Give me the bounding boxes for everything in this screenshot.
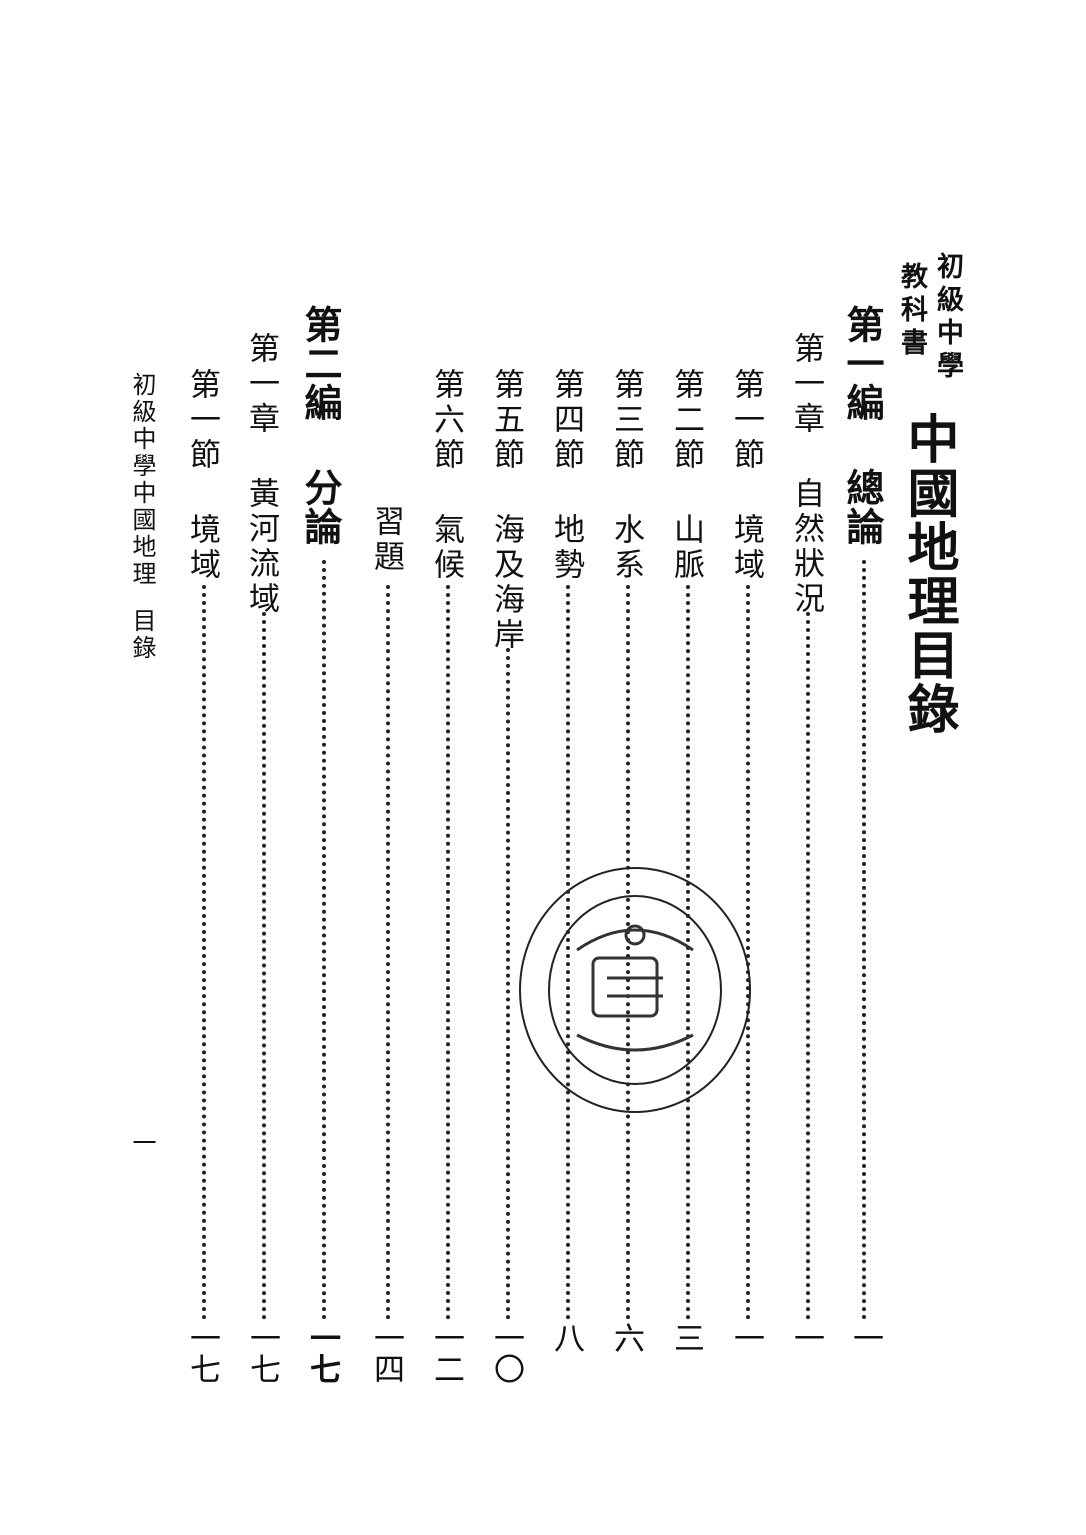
page-number: 一七: [244, 1322, 280, 1384]
page-number: 三: [668, 1322, 704, 1353]
leader-dots: [322, 560, 326, 1320]
toc-section-4: 第四節 地勢: [548, 368, 584, 583]
page-number: 一〇: [488, 1322, 524, 1384]
page-number: 一四: [368, 1322, 404, 1384]
toc-section-5: 第五節 海及海岸: [488, 368, 524, 653]
toc-section-2: 第二節 山脈: [668, 368, 704, 583]
page-number: 一二: [428, 1322, 464, 1384]
library-stamp: [519, 867, 751, 1113]
stamp-emblem-icon: [576, 924, 694, 1052]
page-number: 一: [847, 1322, 883, 1353]
page-number: 一七: [304, 1322, 340, 1384]
toc-section-1: 第一節 境域: [728, 368, 764, 583]
toc-chapter-1: 第一章 自然狀況: [788, 332, 824, 617]
leader-dots: [446, 585, 450, 1320]
leader-dots: [386, 585, 390, 1320]
toc-part-1: 第一編 總論: [840, 305, 885, 546]
leader-dots: [862, 560, 866, 1320]
leader-dots: [202, 585, 206, 1320]
leader-dots: [262, 612, 266, 1320]
page-number: 一七: [184, 1322, 220, 1384]
toc-section-3: 第三節 水系: [608, 368, 644, 583]
page-number: 一: [788, 1322, 824, 1353]
leader-dots: [746, 585, 750, 1320]
toc-exercises: 習題: [368, 505, 404, 575]
series-label-line1: 初級中學: [932, 252, 963, 384]
leader-dots: [566, 585, 570, 1320]
page-title: 中國地理目錄: [898, 412, 959, 736]
series-label-line2: 教科書: [896, 262, 927, 361]
leader-dots: [626, 585, 630, 1320]
leader-dots: [806, 612, 810, 1320]
running-head-section: 目錄: [128, 608, 156, 662]
leader-dots: [686, 585, 690, 1320]
running-head-book: 初級中學中國地理: [128, 372, 156, 588]
page-number: 六: [608, 1322, 644, 1353]
leader-dots: [506, 648, 510, 1320]
toc-section-2-1: 第一節 境域: [184, 368, 220, 583]
toc-chapter-2: 第一章 黃河流域: [243, 332, 279, 617]
toc-section-6: 第六節 氣候: [428, 368, 464, 583]
folio-number: 一: [128, 1130, 156, 1157]
toc-part-2: 第二編 分論: [298, 305, 343, 546]
page-number: 八: [548, 1322, 584, 1353]
page-number: 一: [728, 1322, 764, 1353]
